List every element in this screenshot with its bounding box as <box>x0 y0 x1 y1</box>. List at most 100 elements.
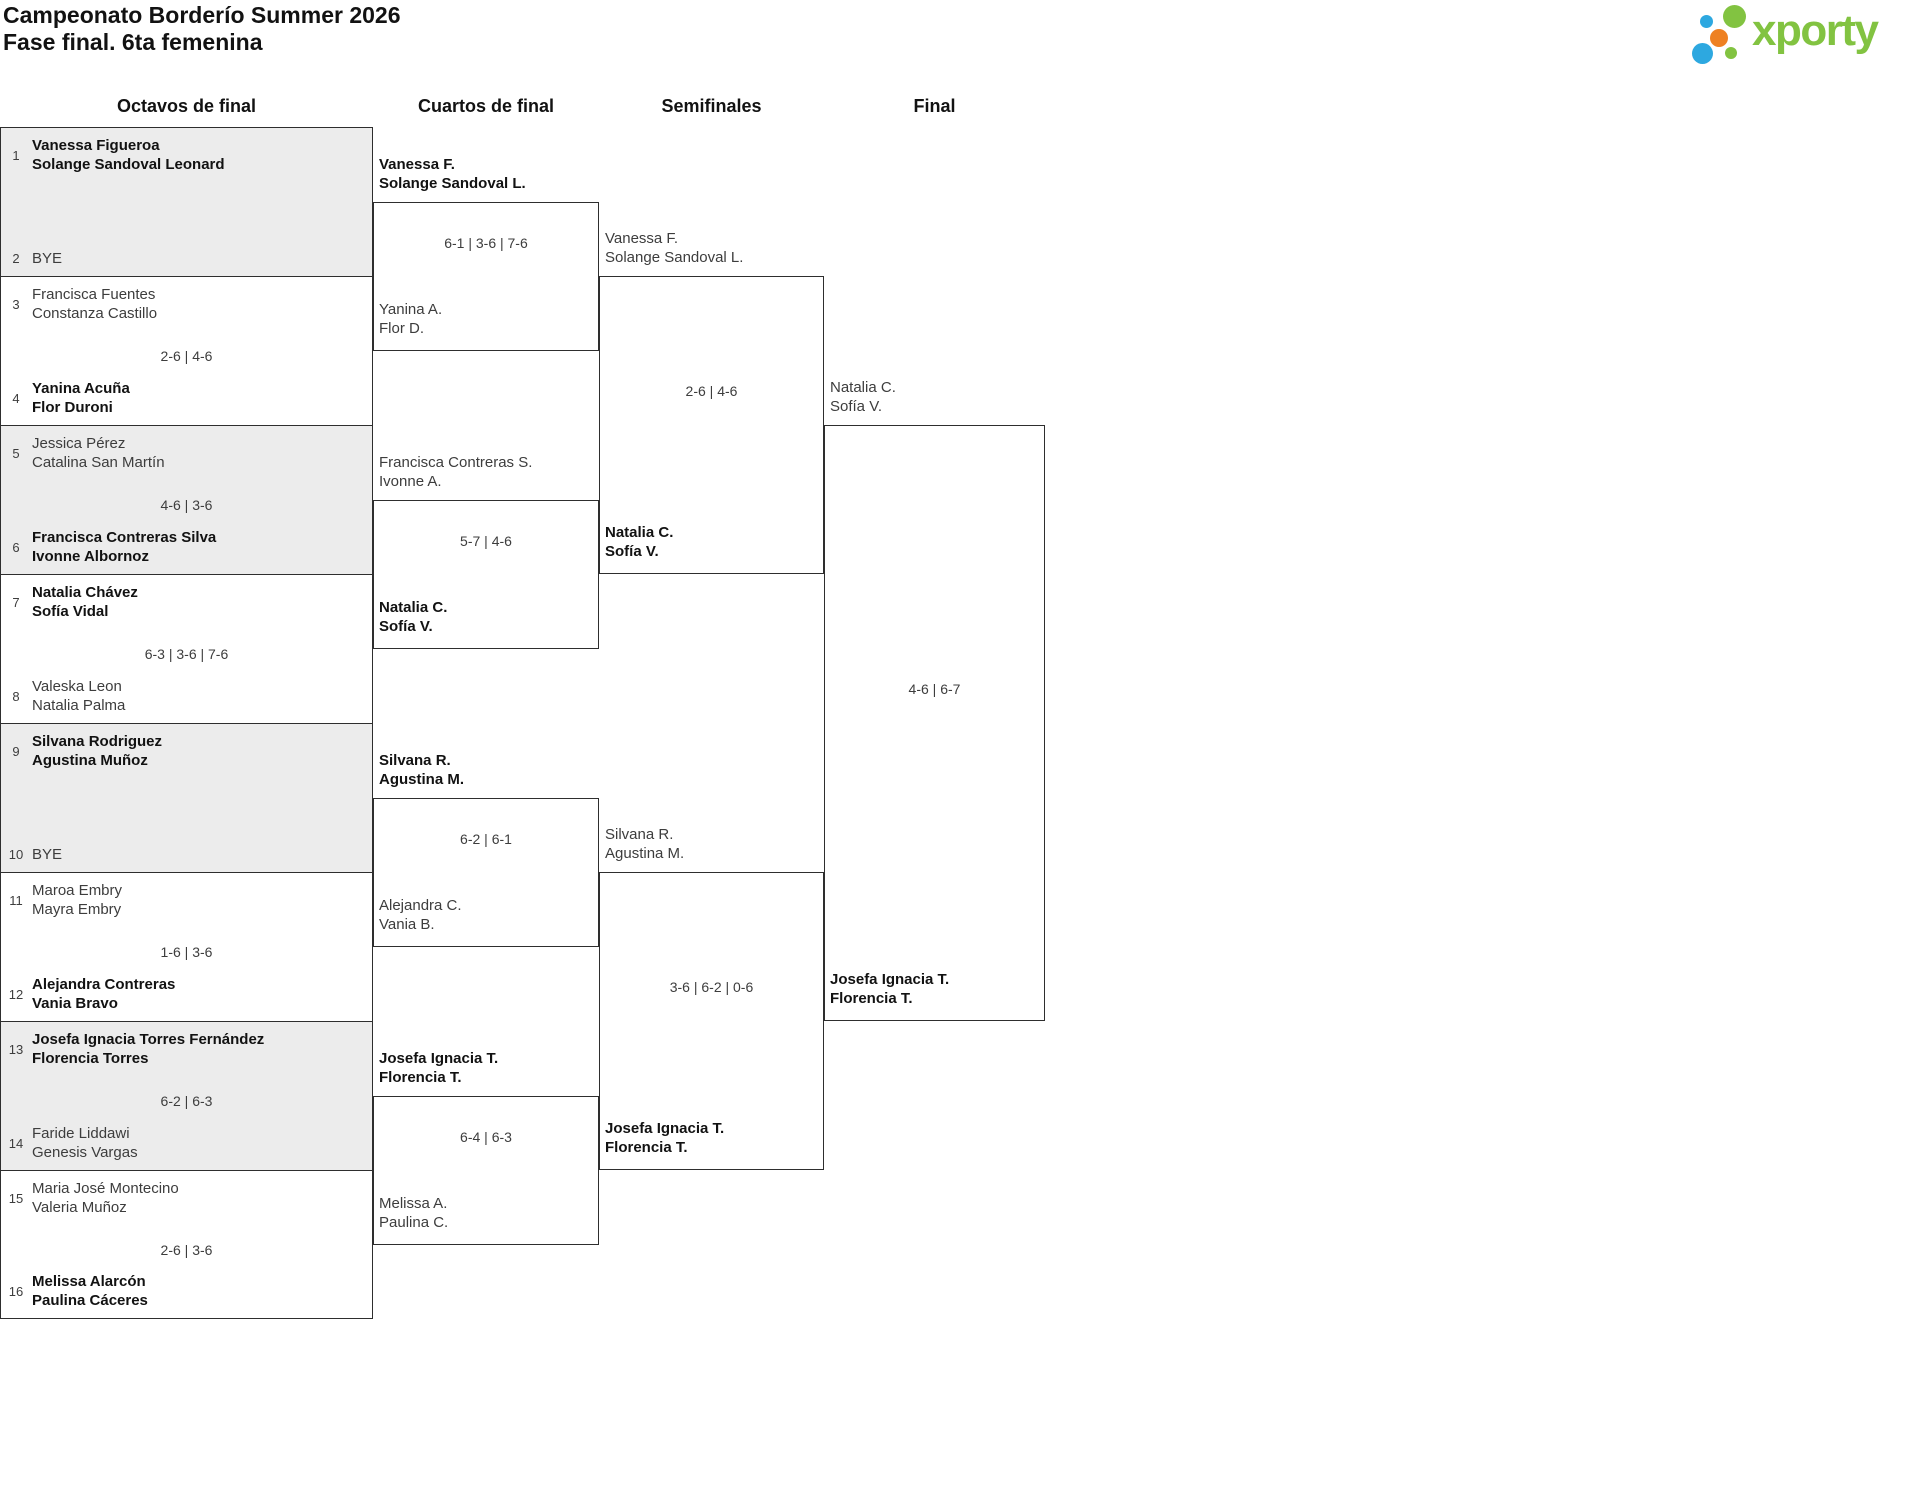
participant-bottom: Yanina A.Flor D. <box>379 301 443 337</box>
final-match: Natalia C.Sofía V. 4-6 | 6-7 Josefa Igna… <box>824 379 1045 1021</box>
participant-bottom: Melissa A.Paulina C. <box>379 1195 449 1231</box>
xporty-logo[interactable]: xporty <box>1690 0 1908 72</box>
match-score: 5-7 | 4-6 <box>460 532 512 549</box>
participant-bottom: Natalia C.Sofía V. <box>605 524 674 560</box>
participant-top: Vanessa F.Solange Sandoval L. <box>605 230 744 266</box>
seed-number: 13 <box>8 1041 24 1057</box>
seed-number: 9 <box>12 743 20 759</box>
round-header-semifinales: Semifinales <box>661 96 762 116</box>
seed-number: 6 <box>12 539 20 555</box>
match-score: 1-6 | 3-6 <box>160 944 213 960</box>
semifinal-match-2: Silvana R.Agustina M. 3-6 | 6-2 | 0-6 Jo… <box>599 826 824 1170</box>
match-score: 2-6 | 3-6 <box>160 1242 213 1258</box>
match-score: 3-6 | 6-2 | 0-6 <box>669 979 754 995</box>
team-names: BYE <box>32 846 63 863</box>
round-header-final: Final <box>913 96 956 116</box>
match-score: 4-6 | 3-6 <box>160 497 213 513</box>
seed-number: 15 <box>8 1190 24 1206</box>
semifinal-match-1: Vanessa F.Solange Sandoval L. 2-6 | 4-6 … <box>599 230 824 574</box>
participant-top: Natalia C.Sofía V. <box>830 379 896 415</box>
participant-top: Francisca Contreras S.Ivonne A. <box>379 454 533 490</box>
team-names: BYE <box>32 250 63 267</box>
logo-dot-blue-large <box>1692 43 1713 64</box>
match-score: 6-4 | 6-3 <box>460 1128 512 1145</box>
seed-number: 2 <box>12 251 20 266</box>
cuartos-match-3: Silvana R.Agustina M. 6-2 | 6-1 Alejandr… <box>373 752 599 947</box>
page-title: Campeonato Borderío Summer 2026 Fase fin… <box>3 2 401 56</box>
tournament-subtitle: Fase final. 6ta femenina <box>3 29 263 55</box>
seed-number: 5 <box>12 445 20 461</box>
cuartos-match-2: Francisca Contreras S.Ivonne A. 5-7 | 4-… <box>373 454 599 649</box>
round-header-octavos: Octavos de final <box>116 96 257 116</box>
logo-dot-blue-small <box>1700 15 1713 28</box>
participant-top: Silvana R.Agustina M. <box>379 752 464 788</box>
logo-wordmark: xporty <box>1752 6 1879 55</box>
seed-number: 4 <box>12 390 20 406</box>
match-score: 6-2 | 6-1 <box>460 830 512 847</box>
match-score: 6-2 | 6-3 <box>160 1093 213 1109</box>
seed-number: 7 <box>12 594 20 610</box>
match-score: 6-3 | 3-6 | 7-6 <box>144 646 229 662</box>
cuartos-match-1: Vanessa F.Solange Sandoval L. 6-1 | 3-6 … <box>373 156 599 351</box>
participant-top: Silvana R.Agustina M. <box>605 826 685 862</box>
match-score: 2-6 | 4-6 <box>160 348 213 364</box>
seed-number: 3 <box>12 296 20 312</box>
logo-dot-orange <box>1710 29 1728 47</box>
seed-number: 16 <box>8 1283 24 1299</box>
logo-dot-green-large <box>1723 5 1746 28</box>
participant-bottom: Natalia C.Sofía V. <box>379 599 448 635</box>
logo-dot-green-small <box>1725 47 1737 59</box>
seed-number: 12 <box>8 986 24 1002</box>
seed-number: 1 <box>12 147 20 163</box>
seed-number: 11 <box>9 892 23 908</box>
participant-bottom: Alejandra C.Vania B. <box>379 897 462 933</box>
participant-top: Josefa Ignacia T.Florencia T. <box>379 1050 499 1086</box>
cuartos-match-4: Josefa Ignacia T.Florencia T. 6-4 | 6-3 … <box>373 1050 599 1245</box>
match-score: 6-1 | 3-6 | 7-6 <box>444 234 528 251</box>
team-entry: 2 BYE <box>5 249 368 268</box>
seed-number: 8 <box>12 688 20 704</box>
seed-number: 14 <box>8 1135 24 1151</box>
seed-number: 10 <box>8 847 24 862</box>
participant-top: Vanessa F.Solange Sandoval L. <box>379 156 526 192</box>
team-entry: 10 BYE <box>5 845 368 864</box>
participant-bottom: Josefa Ignacia T.Florencia T. <box>605 1120 725 1156</box>
match-score: 2-6 | 4-6 <box>685 383 738 399</box>
participant-bottom: Josefa Ignacia T.Florencia T. <box>830 971 950 1007</box>
round-header-cuartos: Cuartos de final <box>417 96 555 116</box>
